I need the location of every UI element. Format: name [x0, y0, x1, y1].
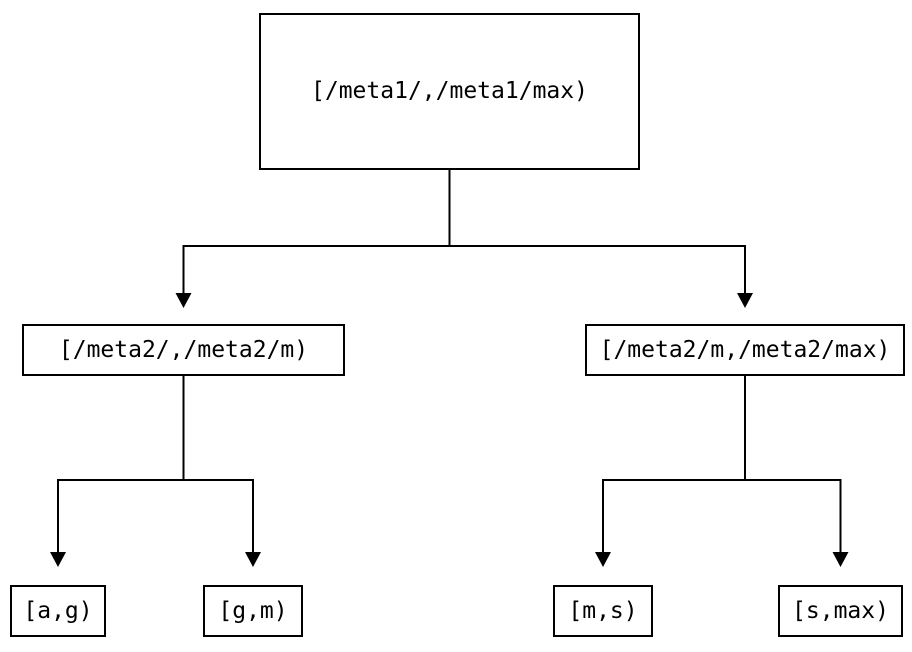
node-label: [m,s): [568, 597, 638, 624]
arrow-down-icon: [737, 293, 753, 308]
tree-node-leaf-ms: [m,s): [553, 585, 653, 637]
arrow-down-icon: [595, 552, 611, 567]
node-label: [s,max): [792, 597, 889, 624]
node-label: [/meta2/m,/meta2/max): [599, 336, 891, 363]
arrow-down-icon: [50, 552, 66, 567]
node-label: [/meta2/,/meta2/m): [58, 336, 309, 363]
tree-node-leaf-smax: [s,max): [778, 585, 903, 637]
arrow-down-icon: [175, 293, 192, 308]
tree-node-root: [/meta1/,/meta1/max): [259, 13, 640, 170]
tree-node-leaf-gm: [g,m): [203, 585, 303, 637]
tree-node-meta2-low: [/meta2/,/meta2/m): [22, 324, 345, 376]
arrow-down-icon: [245, 552, 261, 567]
tree-node-leaf-ag: [a,g): [10, 585, 106, 637]
node-label: [/meta1/,/meta1/max): [311, 78, 588, 104]
tree-node-meta2-high: [/meta2/m,/meta2/max): [585, 324, 905, 376]
node-label: [a,g): [23, 597, 93, 624]
arrow-down-icon: [832, 552, 849, 567]
node-label: [g,m): [218, 597, 288, 624]
